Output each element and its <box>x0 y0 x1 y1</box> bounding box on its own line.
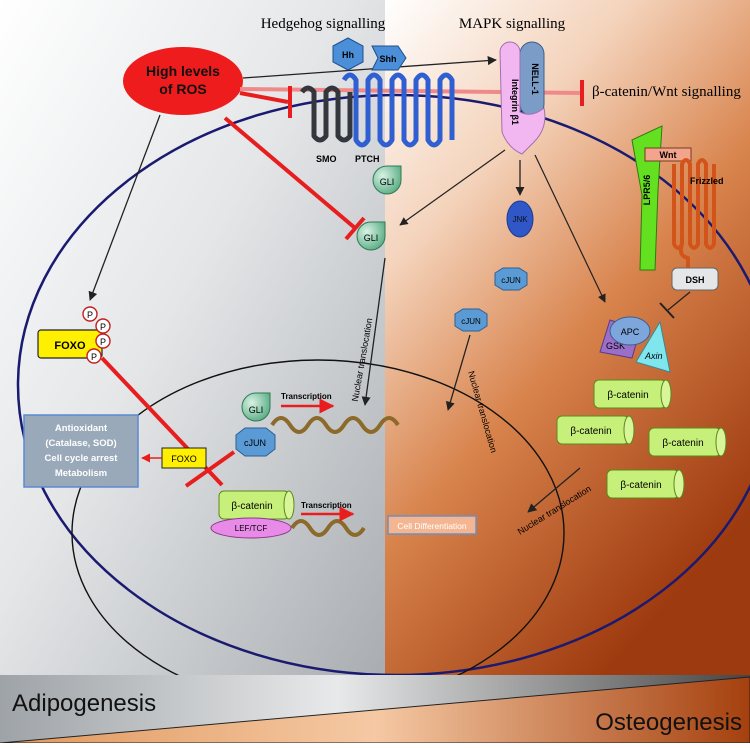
cjun-b <box>454 308 488 332</box>
phospho-2 <box>95 318 111 334</box>
bcat-nucleus: β-catenin <box>218 490 295 520</box>
wnt-title: β-catenin/Wnt signalling <box>592 84 741 100</box>
hh-ligand <box>332 37 364 71</box>
bcat-cyto-3: β-catenin <box>648 427 727 457</box>
mapk-title: MAPK signalling <box>459 16 566 32</box>
bcat-2-label: β-catenin <box>570 426 611 437</box>
foxo-target-1: Antioxidant <box>55 423 108 434</box>
cjun-a-label: cJUN <box>501 276 521 285</box>
bcat-cyto-2: β-catenin <box>556 415 635 445</box>
hh-label: Hh <box>342 50 354 60</box>
foxo-target-2: (Catalase, SOD) <box>45 438 116 449</box>
foxo-targets-box <box>23 414 139 488</box>
axin-protein <box>635 320 671 373</box>
phospho-3 <box>95 333 111 349</box>
bcat-nucleus-label: β-catenin <box>231 501 272 512</box>
axin-label: Axin <box>644 351 663 361</box>
cjun-translocation-arrow <box>445 334 471 411</box>
dsh-inhibition-bar <box>659 302 675 319</box>
bcat-cyto-1: β-catenin <box>593 379 672 409</box>
ros-ellipse <box>123 47 243 115</box>
dsh-label: DSH <box>685 275 704 285</box>
gli-nucleus-label: GLI <box>249 405 264 415</box>
osteogenesis-label: Osteogenesis <box>595 709 742 736</box>
gli-top <box>372 165 402 195</box>
gsk-label: GSK <box>606 341 625 351</box>
transcription-2: Transcription <box>301 501 352 510</box>
lef-tcf <box>210 517 292 539</box>
ptch-label: PTCH <box>355 154 380 164</box>
phospho-1-label: P <box>87 310 93 320</box>
bcat-translocation-arrow <box>527 467 581 513</box>
apc-label: APC <box>621 327 640 337</box>
ros-smo-inhibition-line <box>239 91 289 104</box>
dsh-inhibition-line <box>667 291 691 311</box>
foxo-inhibition-bar <box>184 450 236 488</box>
foxo-target-4: Metabolism <box>55 468 107 479</box>
apc-protein <box>609 316 651 346</box>
integrin-beta1 <box>499 41 546 155</box>
wnt-ligand-label: Wnt <box>660 150 677 160</box>
phospho-1 <box>82 306 98 322</box>
jnk-protein <box>506 200 534 238</box>
integrin-label: Integrin β1 <box>510 79 520 125</box>
cjun-nucleus-label: cJUN <box>244 438 266 448</box>
ros-gli-inhibition-line <box>223 116 357 230</box>
wnt-ligand <box>644 147 692 162</box>
ros-label-line1: High levels <box>146 63 220 79</box>
gli-mid <box>356 221 386 251</box>
smo-receptor <box>300 85 353 143</box>
integrin-to-gli-arrow <box>399 149 506 226</box>
ptch-receptor <box>341 72 455 148</box>
dna-strand-2 <box>290 519 366 537</box>
phospho-4 <box>86 348 102 364</box>
gli-mid-label: GLI <box>364 233 379 243</box>
ros-to-foxo-arrow <box>88 114 161 301</box>
phospho-4-label: P <box>91 352 97 362</box>
phospho-3-label: P <box>100 337 106 347</box>
ros-label-line2: of ROS <box>159 81 206 97</box>
frizzled-receptor <box>672 158 716 270</box>
bcat-1-label: β-catenin <box>607 390 648 401</box>
phospho-2-label: P <box>100 322 106 332</box>
jnk-label: JNK <box>512 215 528 224</box>
foxo-nucleus-label: FOXO <box>171 454 197 464</box>
cell-differentiation-label: Cell Differentiation <box>397 521 467 531</box>
shh-label: Shh <box>380 54 397 64</box>
frizzled-label: Frizzled <box>690 176 724 186</box>
gli-inhibition-bar <box>344 216 366 241</box>
cjun-b-label: cJUN <box>461 317 481 326</box>
bcat-3-label: β-catenin <box>662 438 703 449</box>
bcat-cyto-4: β-catenin <box>606 469 685 499</box>
hedgehog-title: Hedgehog signalling <box>261 16 386 32</box>
foxo-target-3: Cell cycle arrest <box>45 453 119 464</box>
dsh-protein <box>671 267 719 291</box>
lef-tcf-label: LEF/TCF <box>235 524 268 533</box>
cjun-nucleus <box>235 427 276 457</box>
adipogenesis-label: Adipogenesis <box>12 690 156 717</box>
shh-ligand <box>371 45 407 71</box>
nell1-label: NELL-1 <box>530 63 540 95</box>
integrin-to-destruction-complex-arrow <box>534 154 606 303</box>
foxo-cytoplasm-label: FOXO <box>54 340 86 352</box>
dna-strand-1 <box>270 416 400 434</box>
gli-translocation-arrow <box>361 257 386 406</box>
bcat-4-label: β-catenin <box>620 480 661 491</box>
gli-nucleus <box>241 392 271 422</box>
transcription-1: Transcription <box>281 392 332 401</box>
smo-label: SMO <box>316 154 337 164</box>
lpr56-receptor <box>631 125 663 271</box>
gli-top-label: GLI <box>380 177 395 187</box>
cjun-a <box>494 267 528 291</box>
osteogenic-background <box>385 0 750 675</box>
ros-to-mapk-arrow <box>242 56 497 79</box>
phospho-group: P P P P <box>82 306 111 364</box>
cell-differentiation-box <box>387 515 477 535</box>
lpr56-label: LPR5/6 <box>642 175 652 206</box>
